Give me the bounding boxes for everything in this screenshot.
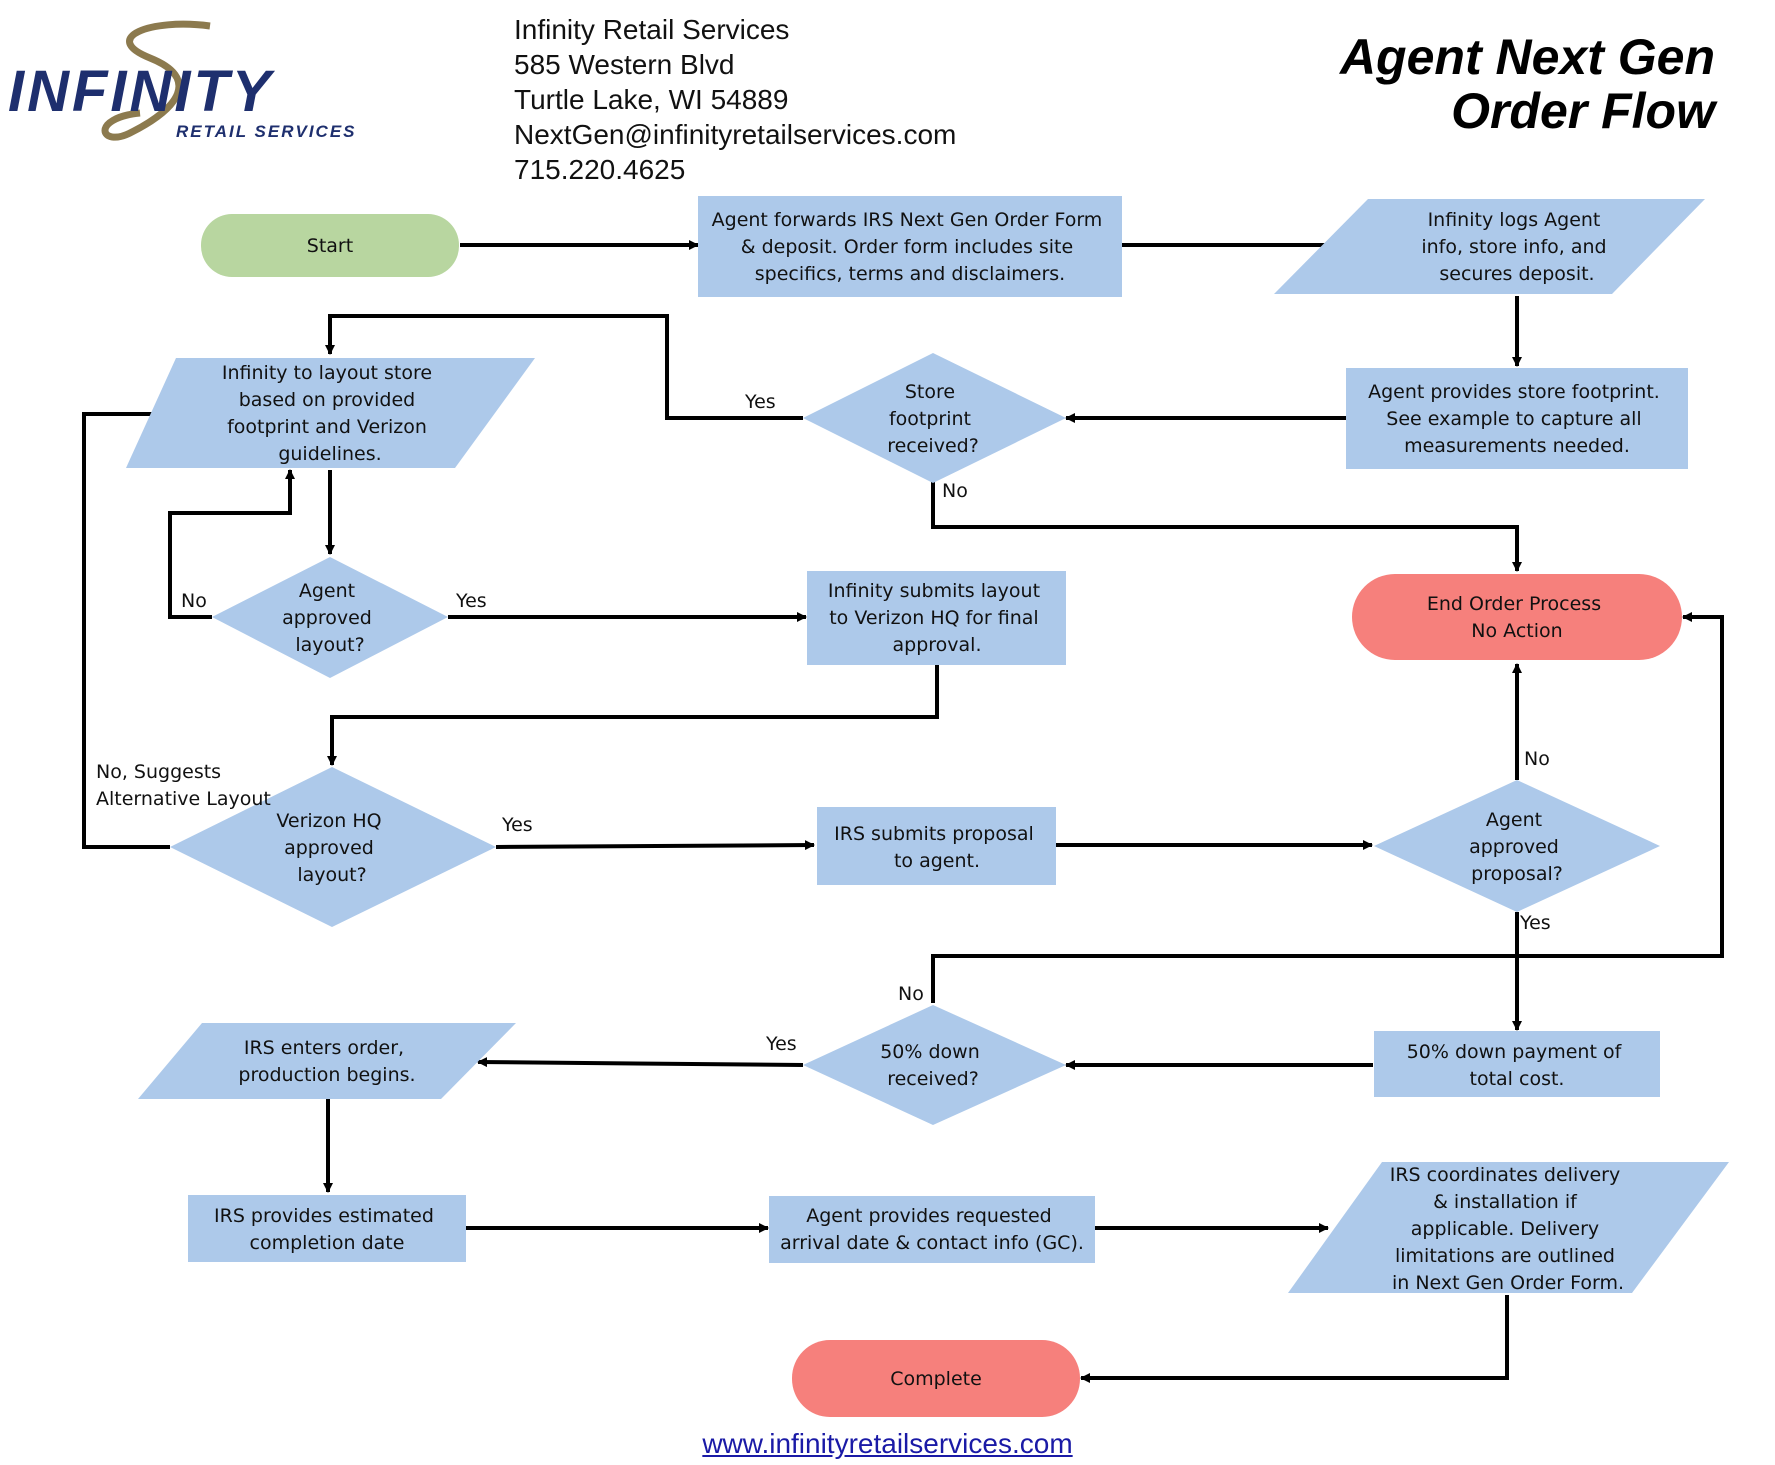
node-verizon-q [170,767,496,927]
node-arrival-date [769,1196,1095,1263]
contact-block: Infinity Retail Services 585 Western Blv… [514,12,956,187]
label-footprint-no: No [942,480,968,502]
arrow-footprint-yes [325,314,803,420]
node-start [201,214,459,277]
text-footprint-q: Store footprint received? [887,381,979,457]
node-completion-date [188,1195,466,1262]
node-complete [792,1340,1080,1417]
node-delivery [1288,1162,1729,1293]
arrow-verizon-no-alt [82,409,170,849]
shapes [126,196,1729,1417]
node-down-q [803,1005,1066,1125]
label-down-yes: Yes [765,1033,797,1055]
logo-wordmark: INFINITY [8,59,274,124]
text-logs: Infinity logs Agent info, store info, an… [1421,209,1612,285]
label-footprint-yes: Yes [744,391,776,413]
connectors [82,240,1724,1383]
arrow-delivery-to-complete [1080,1295,1509,1383]
node-texts: Start Agent forwards IRS Next Gen Order … [214,209,1666,1390]
label-down-no: No [898,983,924,1005]
label-proposal-no: No [1524,748,1550,770]
node-layout [126,358,535,468]
text-agent-layout-q: Agent approved layout? [282,580,378,656]
connector-labels: Yes No No Yes No, Suggests Alternative L… [96,391,1551,1055]
text-down-payment: 50% down payment of total cost. [1407,1041,1628,1090]
city-state-zip: Turtle Lake, WI 54889 [514,84,789,115]
label-agent-layout-yes: Yes [455,590,487,612]
node-submits-layout [807,571,1066,665]
label-verizon-yes: Yes [501,814,533,836]
arrow-submits-to-verizon [327,665,939,766]
text-provides-footprint: Agent provides store footprint. See exam… [1368,381,1666,457]
page-title: Agent Next Gen Order Flow [1340,30,1715,138]
label-verizon-no-alt: No, Suggests Alternative Layout [96,761,271,810]
title-line-1: Agent Next Gen [1339,29,1715,85]
logo-subtitle: RETAIL SERVICES [176,122,357,141]
text-delivery: IRS coordinates delivery & installation … [1390,1164,1627,1294]
text-layout: Infinity to layout store based on provid… [222,362,438,465]
arrow-footprint-no [931,482,1522,572]
text-complete: Complete [890,1368,982,1390]
node-provides-footprint [1346,368,1688,469]
text-end-no-action: End Order Process No Action [1427,593,1607,642]
text-verizon-q: Verizon HQ approved layout? [276,810,387,886]
text-down-q: 50% down received? [880,1041,986,1090]
node-forward [698,196,1122,297]
node-irs-proposal [817,807,1056,885]
arrow-agent-layout-no [168,469,295,619]
node-agent-layout-q [212,557,448,678]
arrow-verizon-yes [495,840,815,851]
arrow-down-yes [477,1057,804,1068]
node-end-no-action [1352,574,1682,660]
logo-swirl-icon [101,20,211,141]
phone-number: 715.220.4625 [514,154,686,185]
node-logs [1274,199,1705,294]
node-down-payment [1374,1031,1660,1097]
text-arrival-date: Agent provides requested arrival date & … [780,1205,1084,1254]
street-address: 585 Western Blvd [514,49,735,80]
text-agent-proposal-q: Agent approved proposal? [1469,809,1565,885]
node-agent-proposal-q [1374,780,1660,912]
text-forward: Agent forwards IRS Next Gen Order Form &… [712,209,1109,285]
node-footprint-q [803,353,1066,483]
email-address[interactable]: NextGen@infinityretailservices.com [514,119,957,150]
label-proposal-yes: Yes [1519,912,1551,934]
text-enters-order: IRS enters order, production begins. [238,1037,415,1086]
arrow-down-no [931,612,1724,1003]
label-agent-layout-no: No [181,590,207,612]
text-completion-date: IRS provides estimated completion date [214,1205,440,1254]
text-irs-proposal: IRS submits proposal to agent. [834,823,1040,872]
company-name: Infinity Retail Services [514,14,790,45]
text-submits-layout: Infinity submits layout to Verizon HQ fo… [828,580,1046,656]
title-line-2: Order Flow [1451,83,1715,139]
text-start: Start [307,235,353,257]
website-link[interactable]: www.infinityretailservices.com [702,1428,1073,1459]
node-enters-order [138,1023,516,1099]
